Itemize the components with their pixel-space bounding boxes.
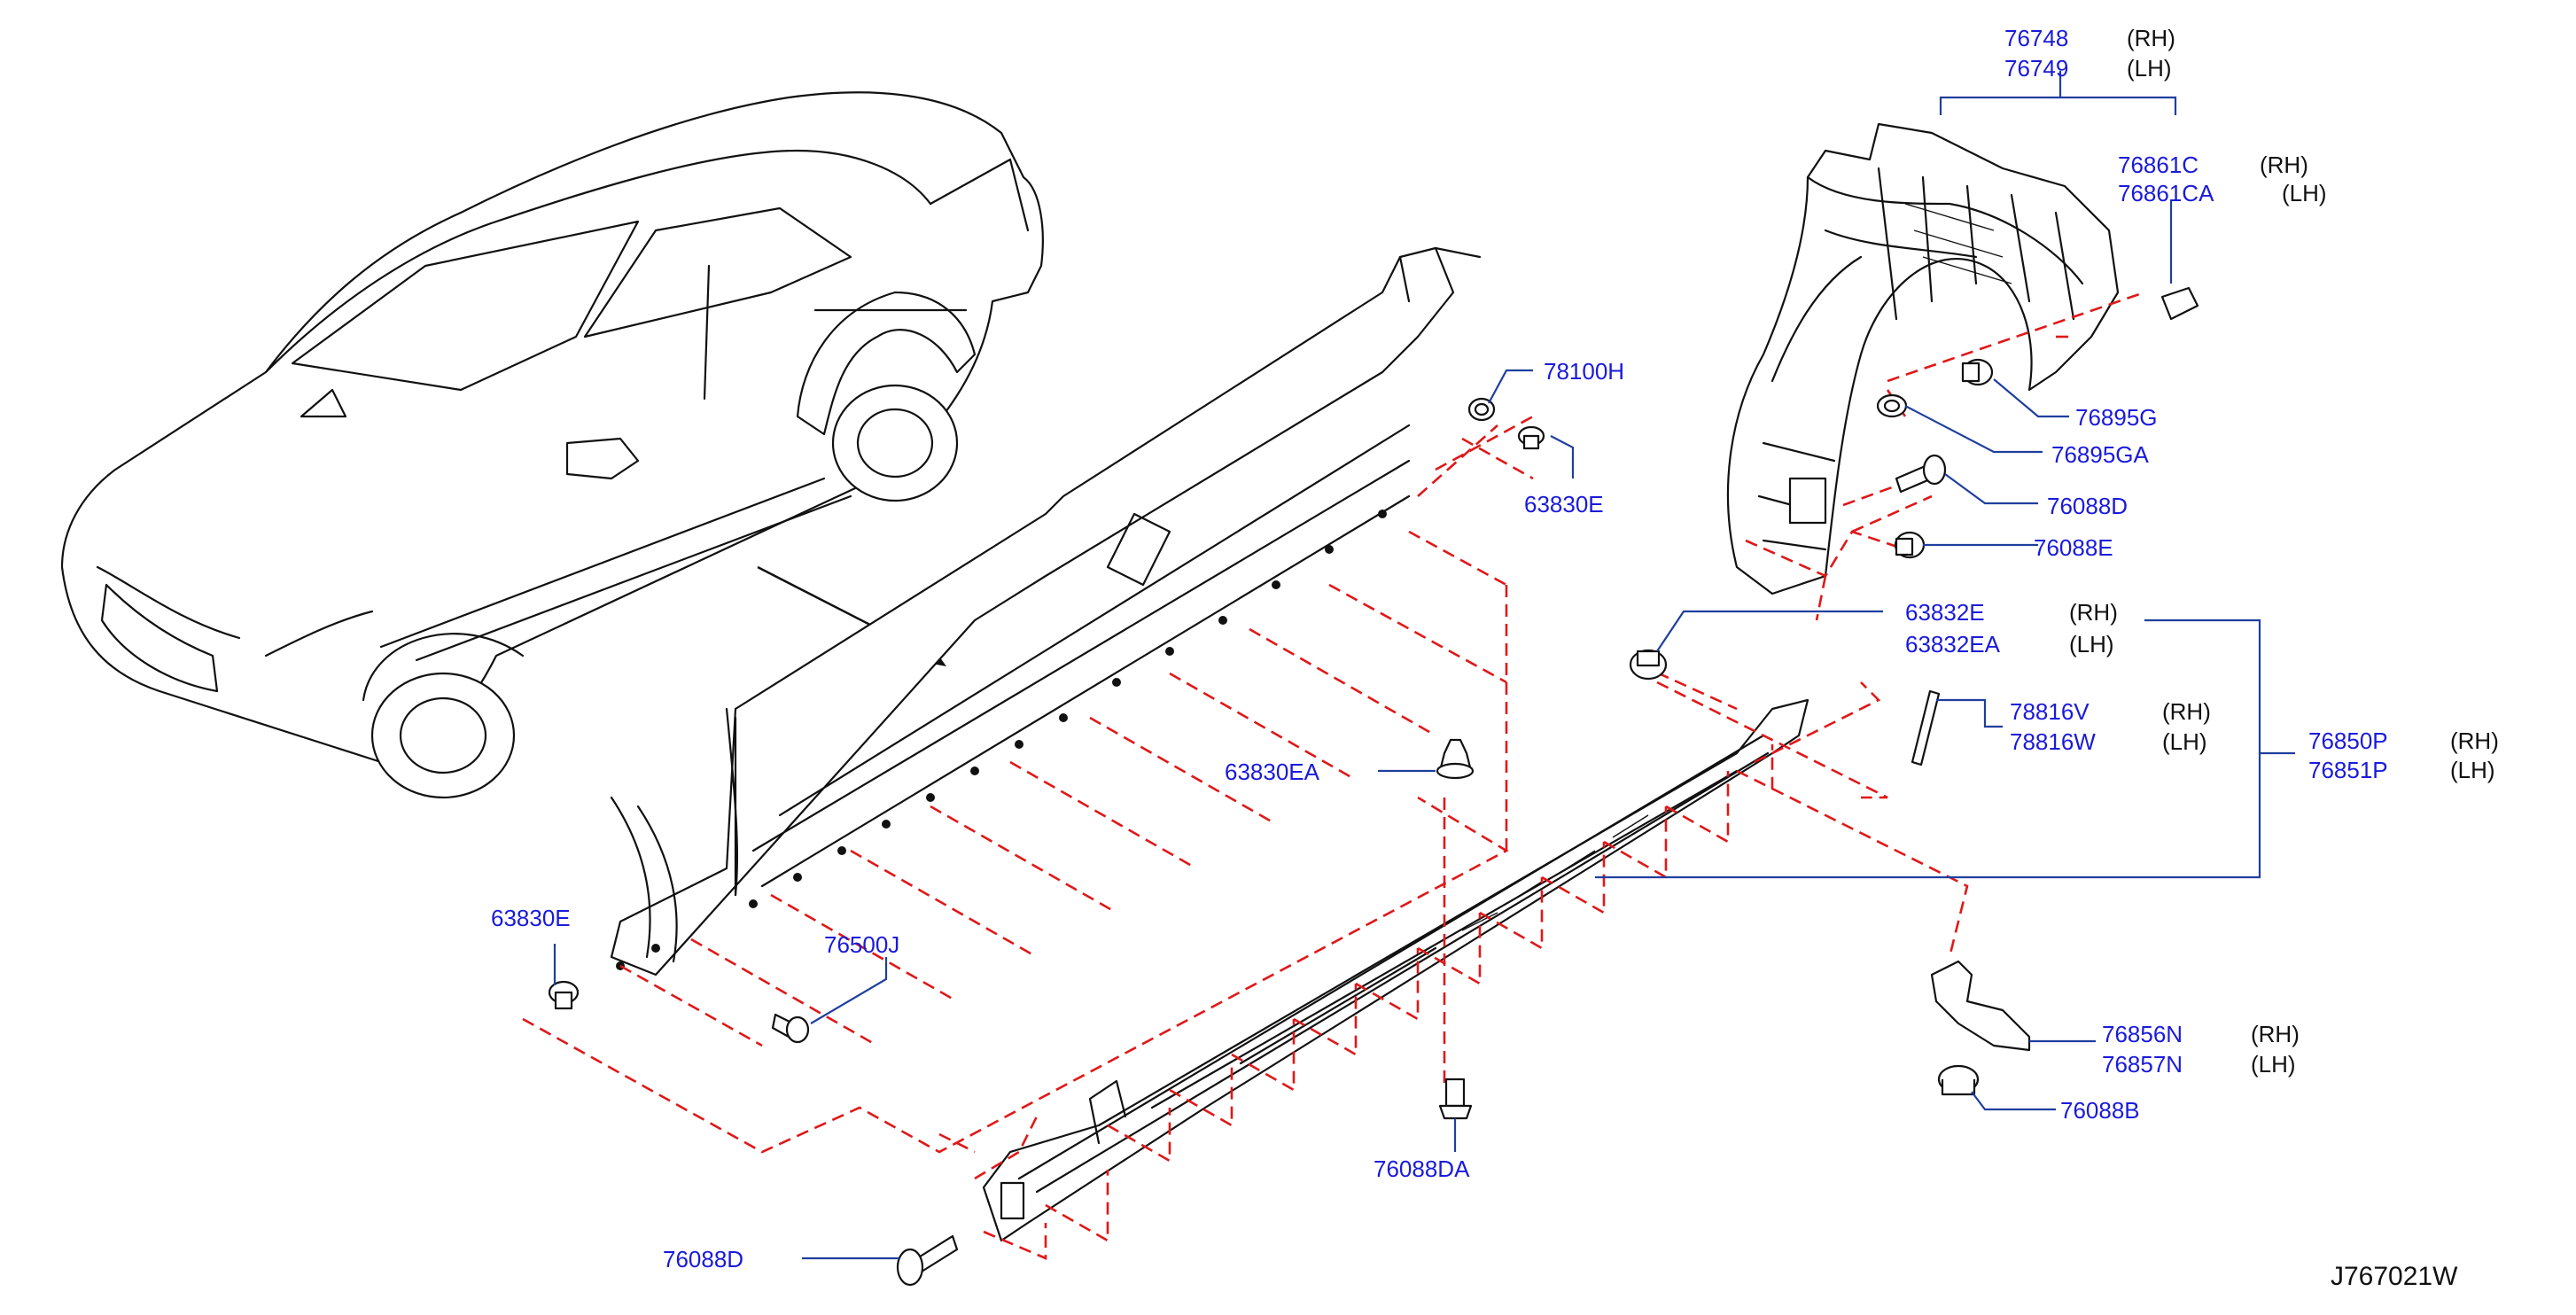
part-number: 76748 — [2004, 25, 2068, 51]
part-number: 76850P — [2308, 728, 2388, 754]
clip-icon — [2160, 286, 2199, 321]
side-designation: (RH) — [2260, 152, 2308, 178]
part-number: 76088DA — [1374, 1155, 1470, 1182]
side-designation: (LH) — [2251, 1051, 2296, 1078]
part-number: 76861C — [2118, 152, 2199, 178]
sill-guide-lines — [522, 415, 1534, 1154]
screw-icon — [1895, 454, 1947, 494]
diagram-code: J767021W — [2331, 1262, 2458, 1291]
nut-icon — [1937, 1064, 1980, 1096]
part-number: 63830E — [491, 905, 571, 931]
part-number: 76857N — [2102, 1051, 2183, 1078]
part-number: 63832E — [1905, 599, 1985, 626]
sill-cover-guide-lines — [938, 663, 1969, 1260]
car-outline-illustration — [60, 91, 1044, 799]
clip-icon — [1517, 425, 1545, 450]
side-designation: (RH) — [2450, 728, 2499, 754]
clip-icon — [1629, 649, 1668, 681]
clip-icon — [1436, 738, 1475, 780]
part-number: 76895G — [2075, 404, 2158, 431]
part-number: 63830E — [1524, 491, 1604, 517]
part-number: 76500J — [824, 931, 899, 958]
grommet-icon — [1876, 393, 1908, 418]
side-designation: (RH) — [2162, 698, 2211, 725]
bolt-icon — [1438, 1078, 1473, 1120]
side-designation: (LH) — [2162, 728, 2207, 755]
body-side-sill-panel — [610, 246, 1482, 977]
side-designation: (LH) — [2282, 180, 2327, 206]
part-number: 76895GA — [2051, 441, 2150, 468]
molding-strip-icon — [1911, 689, 1941, 766]
part-number: 76088E — [2034, 534, 2113, 561]
part-number: 78816V — [2010, 698, 2090, 725]
part-number: 76856N — [2102, 1021, 2183, 1047]
clip-icon — [1961, 358, 1994, 386]
grommet-icon — [1467, 397, 1496, 422]
side-sill-cover-molding — [982, 698, 1809, 1242]
side-designation: (RH) — [2251, 1021, 2300, 1047]
part-number: 63832EA — [1905, 631, 2001, 658]
part-number: 63830EA — [1225, 759, 1320, 785]
side-designation: (LH) — [2127, 55, 2172, 82]
side-designation: (RH) — [2127, 25, 2175, 51]
rear-wheel-mudguard — [1726, 122, 2120, 595]
part-number: 76088D — [2047, 493, 2128, 519]
bracket-icon — [1930, 960, 2031, 1052]
part-number: 76088B — [2060, 1097, 2140, 1124]
part-number: 78816W — [2010, 728, 2096, 755]
side-designation: (RH) — [2069, 599, 2118, 626]
part-number: 76749 — [2004, 55, 2068, 82]
screw-icon — [896, 1234, 959, 1287]
clip-icon — [1894, 531, 1926, 559]
part-number: 76861CA — [2118, 180, 2214, 206]
part-labels: 76748 (RH) 76749 (LH) 76861C (RH) 76861C… — [491, 25, 2499, 1291]
part-number: 76851P — [2308, 757, 2388, 783]
part-number: 78100H — [1544, 358, 1624, 385]
clip-icon — [548, 980, 580, 1010]
side-designation: (LH) — [2069, 631, 2114, 658]
side-designation: (LH) — [2450, 757, 2495, 783]
clip-icon — [771, 1013, 810, 1044]
part-number: 76088D — [663, 1246, 743, 1272]
leader-lines — [553, 71, 2295, 1260]
